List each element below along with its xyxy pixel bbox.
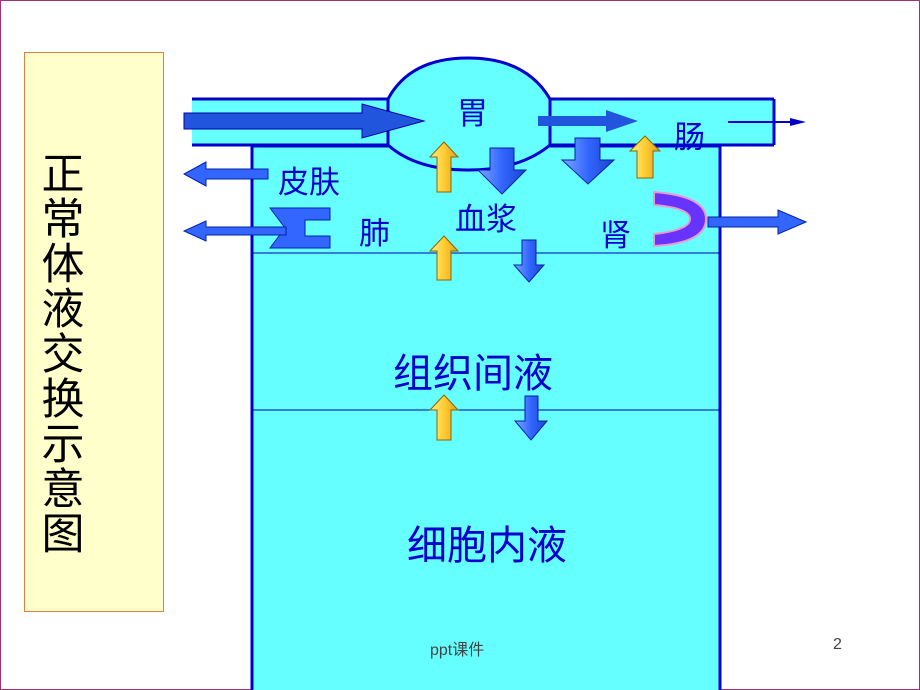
kidney-outflow-arrow	[707, 209, 808, 235]
skin-outflow-arrow	[182, 161, 269, 187]
lung-shape	[269, 207, 331, 249]
kidney-label: 肾	[600, 218, 631, 254]
intracellular-to-interstitial-up-arrow	[428, 394, 460, 441]
footer-text: ppt课件	[430, 642, 485, 659]
interstitial-to-plasma-up-arrow	[428, 235, 460, 281]
plasma-to-interstitial-down-arrow	[512, 239, 546, 283]
plasma-label: 血浆	[455, 202, 517, 238]
kidney-shape	[653, 190, 708, 248]
slide-title: 正常体液交换示意图	[34, 151, 84, 556]
interstitial-fluid-label: 组织间液	[393, 351, 553, 397]
stomach-to-intestine-arrow	[538, 110, 638, 132]
page-number: 2	[833, 636, 842, 653]
intestine-secretion-down-arrow	[560, 137, 616, 185]
skin-label: 皮肤	[278, 165, 340, 201]
intracellular-fluid-label: 细胞内液	[407, 523, 567, 569]
title-box: 正常体液交换示意图	[24, 52, 164, 612]
stomach-secretion-down-arrow	[476, 147, 528, 195]
lung-label: 肺	[359, 216, 390, 252]
stomach-label: 胃	[457, 96, 488, 132]
gi-inflow-arrow	[183, 103, 426, 139]
intestine-absorption-up-arrow	[628, 135, 662, 179]
intestine-label: 肠	[674, 120, 705, 156]
lung-outflow-arrow	[182, 220, 287, 242]
stomach-absorption-up-arrow	[428, 141, 460, 193]
interstitial-to-intracellular-down-arrow	[513, 395, 549, 441]
intestine-outflow-head	[790, 118, 806, 126]
